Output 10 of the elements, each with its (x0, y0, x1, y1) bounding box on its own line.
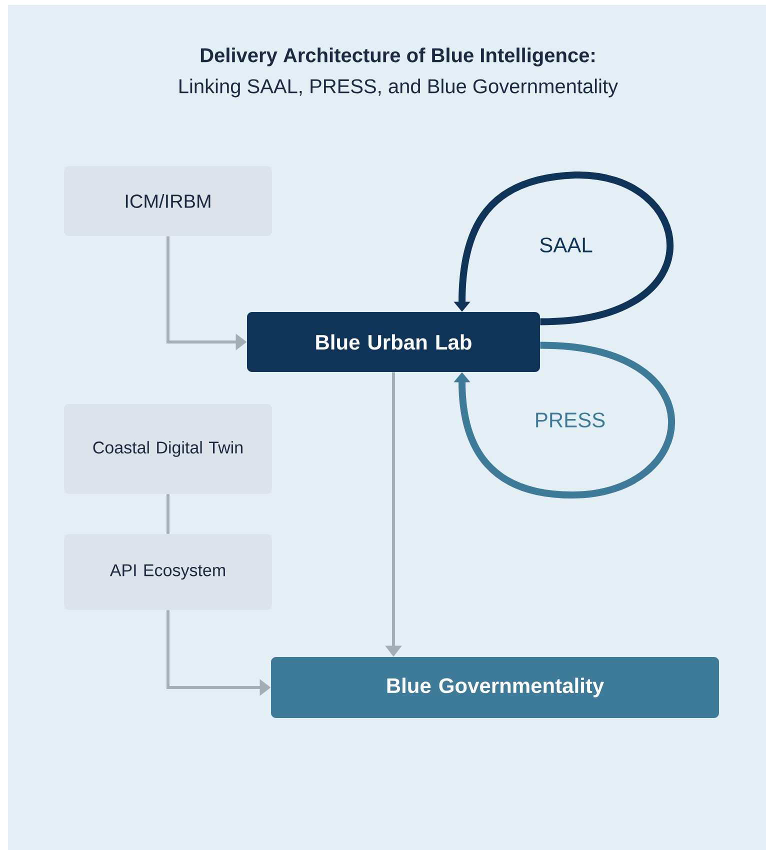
lab-box: Blue Urban Lab (247, 312, 540, 372)
edge-label: SAAL (540, 238, 592, 252)
title: Delivery Architecture of Blue Intelligence: (200, 48, 594, 66)
subtitle: Linking SAAL, PRESS, and Blue Governmentality (180, 78, 618, 98)
process-box: API Ecosystem (64, 534, 272, 610)
loop-arrow (454, 342, 675, 498)
process-box: ICM/IRBM (64, 166, 272, 236)
edge-label: PRESS (536, 412, 605, 428)
outcome-box: Blue Governmentality (271, 657, 719, 718)
process-box: Coastal Digital Twin (64, 404, 272, 494)
